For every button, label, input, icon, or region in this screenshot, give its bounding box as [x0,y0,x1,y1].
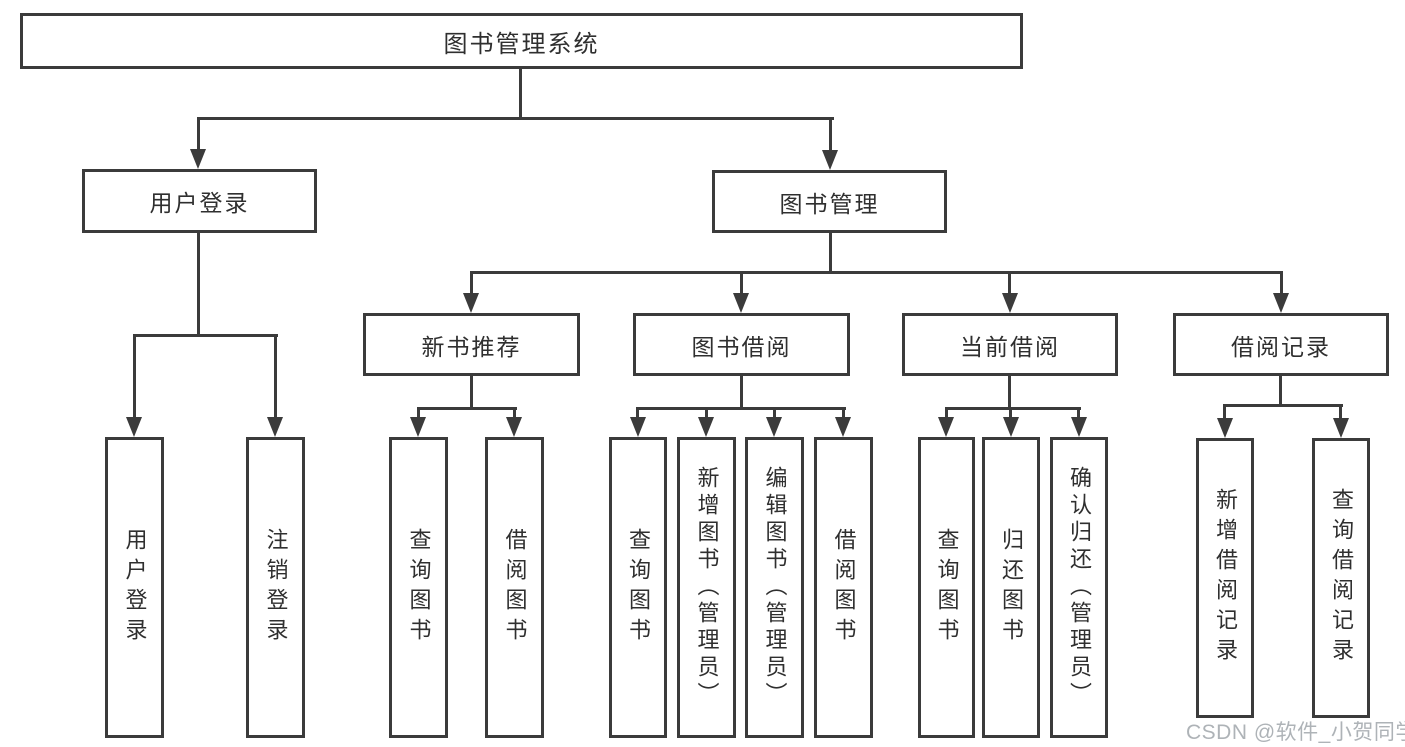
connector-line [133,334,278,337]
arrow-down-icon [1071,417,1087,437]
node-label: 归还图书 [999,527,1024,648]
leaf-return-book: 归还图书 [982,437,1040,738]
leaf-add-borrow-record: 新增借阅记录 [1196,438,1254,718]
node-book-management: 图书管理 [712,170,947,233]
connector-line [842,407,845,419]
arrow-down-icon [1333,418,1349,438]
node-label: 新增借阅记录 [1213,488,1238,668]
connector-line [470,376,473,409]
arrow-down-icon [190,149,206,169]
node-label: 图书借阅 [691,333,792,360]
node-book-borrow: 图书借阅 [633,313,850,376]
node-label: 图书管理系统 [443,30,600,58]
node-label: 当前借阅 [960,333,1060,360]
connector-line [740,376,743,409]
connector-line [829,233,832,273]
arrow-down-icon [1003,417,1019,437]
connector-line [1077,407,1080,419]
connector-line [417,407,420,419]
arrow-down-icon [822,150,838,170]
node-label: 查询图书 [934,527,960,648]
connector-line [1339,404,1342,418]
node-library-management-system: 图书管理系统 [20,13,1023,69]
arrow-down-icon [835,417,851,437]
leaf-query-borrow-record: 查询借阅记录 [1312,438,1370,718]
connector-line [1009,407,1012,419]
connector-line [513,407,516,419]
connector-line [197,117,834,120]
connector-line [1223,404,1226,418]
node-label: 查询借阅记录 [1329,488,1354,668]
node-label: 确认归还（管理员） [1067,466,1092,709]
leaf-query-books-recommend: 查询图书 [389,437,448,738]
node-label: 新增图书（管理员） [694,466,720,709]
node-label: 借阅图书 [831,527,857,648]
node-label: 用户登录 [149,190,250,216]
arrow-down-icon [463,293,479,313]
arrow-down-icon [267,417,283,437]
node-label: 借阅图书 [502,527,528,648]
connector-line [417,407,517,410]
connector-line [1008,271,1011,295]
leaf-logout: 注销登录 [246,437,305,738]
arrow-down-icon [733,293,749,313]
leaf-query-books-borrow: 查询图书 [609,437,667,738]
connector-line [470,271,1283,274]
node-label: 用户登录 [122,527,148,648]
connector-line [740,271,743,295]
connector-line [519,69,522,119]
leaf-edit-book-admin: 编辑图书（管理员） [745,437,804,738]
leaf-add-book-admin: 新增图书（管理员） [677,437,736,738]
connector-line [705,407,708,419]
arrow-down-icon [698,417,714,437]
connector-line [773,407,776,419]
leaf-confirm-return-admin: 确认归还（管理员） [1050,437,1108,738]
node-label: 查询图书 [406,527,432,648]
arrow-down-icon [506,417,522,437]
node-label: 新书推荐 [421,333,522,360]
node-borrow-record: 借阅记录 [1173,313,1389,376]
node-label: 图书管理 [779,190,880,217]
node-label: 注销登录 [263,527,289,648]
arrow-down-icon [766,417,782,437]
connector-line [1279,376,1282,407]
arrow-down-icon [630,417,646,437]
node-new-book-recommend: 新书推荐 [363,313,580,376]
connector-line [829,117,832,152]
node-current-borrow: 当前借阅 [902,313,1118,376]
node-label: 借阅记录 [1231,333,1331,360]
connector-line [197,117,200,151]
connector-line [945,407,1081,410]
arrow-down-icon [1002,293,1018,313]
leaf-borrow-books: 借阅图书 [814,437,873,738]
connector-line [197,233,200,336]
connector-line [1008,376,1011,409]
arrow-down-icon [1217,418,1233,438]
arrow-down-icon [938,417,954,437]
connector-line [945,407,948,419]
connector-line [274,334,277,419]
leaf-query-books-current: 查询图书 [918,437,975,738]
connector-line [636,407,846,410]
leaf-user-login: 用户登录 [105,437,164,738]
node-label: 查询图书 [626,527,651,648]
arrow-down-icon [126,417,142,437]
connector-line [1280,271,1283,295]
connector-line [636,407,639,419]
node-user-login: 用户登录 [82,169,317,233]
leaf-borrow-books-recommend: 借阅图书 [485,437,544,738]
connector-line [1223,404,1343,407]
connector-line [133,334,136,419]
arrow-down-icon [1273,293,1289,313]
node-label: 编辑图书（管理员） [762,466,788,709]
csdn-watermark: CSDN @软件_小贺同学 [1186,721,1405,744]
arrow-down-icon [410,417,426,437]
connector-line [470,271,473,295]
